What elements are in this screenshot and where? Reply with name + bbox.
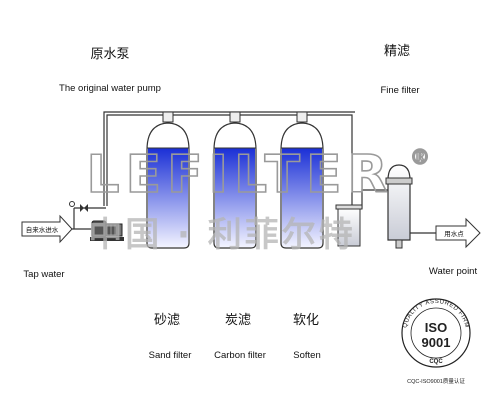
water-pump	[90, 220, 124, 241]
water-point-label: Water point	[429, 266, 478, 277]
sand-filter-tank	[146, 111, 190, 249]
seal-number: 9001	[422, 335, 451, 350]
tap-water-label: Tap water	[23, 269, 64, 280]
carbon-filter-label-en: Carbon filter	[214, 350, 266, 361]
carbon-filter-label-cn: 炭滤	[225, 313, 251, 328]
pump-label-en: The original water pump	[59, 83, 161, 94]
gauge-icon	[69, 201, 75, 207]
sand-filter-label-cn: 砂滤	[154, 313, 180, 328]
valve-icon	[80, 204, 88, 212]
main-pipe-inner	[103, 111, 355, 206]
pump-label-cn: 原水泵	[90, 47, 129, 62]
seal-iso: ISO	[425, 320, 447, 335]
soften-label-cn: 软化	[293, 313, 319, 328]
softener-tank	[280, 111, 324, 249]
registered-mark: ®	[410, 145, 430, 169]
fine-filter-label-en: Fine filter	[380, 85, 419, 96]
carbon-filter-tank	[213, 111, 257, 249]
brine-tank	[335, 204, 363, 247]
inlet-tag: 自来水进水	[26, 225, 59, 234]
outlet-arrow: 用水点	[435, 217, 481, 249]
watermark-brand: LEFILTER	[86, 145, 393, 205]
fine-filter-label-cn: 精滤	[384, 44, 410, 59]
sand-filter-label-en: Sand filter	[149, 350, 192, 361]
iso-certification-seal: QUALITY ASSURED FIRM ISO 9001 CQC CQC-IS…	[401, 298, 471, 385]
soften-label-en: Soften	[293, 350, 320, 361]
outlet-tag: 用水点	[444, 229, 464, 238]
seal-mark: CQC	[429, 359, 443, 365]
watermark-cn: 中国 · 利菲尔特	[88, 215, 356, 255]
fine-filter-housing	[385, 164, 413, 249]
watermark: LEFILTER ® 中国 · 利菲尔特	[86, 144, 431, 255]
seal-caption: CQC-ISO9001质量认证	[407, 377, 465, 385]
inlet-arrow: 自来水进水	[21, 214, 73, 244]
